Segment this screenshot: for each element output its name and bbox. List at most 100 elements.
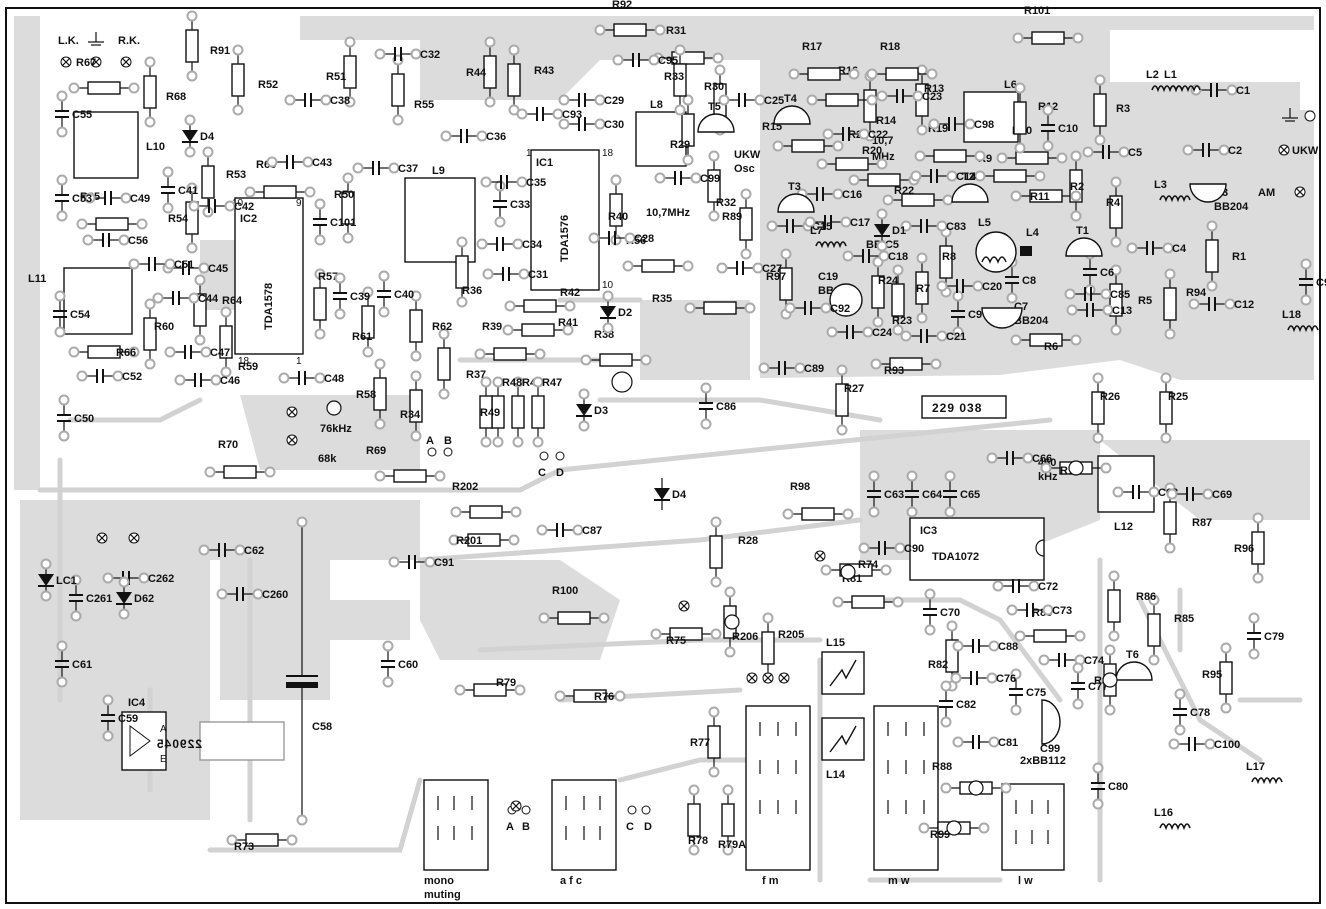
capacitor-c92: C92: [784, 301, 850, 315]
svg-text:R42: R42: [560, 287, 580, 299]
svg-text:L10: L10: [146, 141, 165, 153]
coil-l7: L7: [810, 225, 847, 249]
svg-text:E: E: [160, 754, 167, 765]
svg-text:C18: C18: [888, 251, 908, 263]
resistor-r76: R76: [554, 689, 626, 703]
svg-text:L17: L17: [1246, 761, 1265, 773]
test-point: [1102, 672, 1118, 688]
resistor-r50: R50: [334, 172, 355, 244]
capacitor-c80: C80: [1091, 762, 1128, 810]
label-khz: kHz: [1038, 471, 1058, 483]
resistor-r6: R6: [1010, 333, 1082, 353]
svg-text:l w: l w: [1018, 875, 1033, 887]
svg-text:D2: D2: [618, 307, 632, 319]
svg-text:L2: L2: [1146, 69, 1159, 81]
svg-text:L7: L7: [810, 225, 823, 237]
svg-text:A: A: [506, 821, 514, 833]
svg-text:C28: C28: [634, 233, 654, 245]
svg-text:C87: C87: [582, 525, 602, 537]
svg-text:R94: R94: [1186, 287, 1207, 299]
svg-text:C2: C2: [1228, 145, 1242, 157]
capacitor-c13: C13: [1066, 303, 1132, 317]
svg-text:L18: L18: [1282, 309, 1301, 321]
svg-text:C75: C75: [1026, 687, 1046, 699]
terminal-gnd: [90, 56, 102, 68]
svg-text:C65: C65: [960, 489, 980, 501]
svg-text:R58: R58: [356, 389, 376, 401]
svg-text:C72: C72: [1038, 581, 1058, 593]
svg-text:R11: R11: [1030, 191, 1050, 203]
capacitor-c44: C44: [152, 291, 219, 305]
transistor-t4: T4: [773, 93, 811, 125]
resistor-r66: R66: [68, 345, 140, 359]
svg-text:R7: R7: [916, 283, 930, 295]
capacitor-c10: C10: [1041, 104, 1078, 152]
svg-text:18: 18: [602, 148, 614, 159]
capacitor-c28: C28: [588, 231, 654, 245]
coil-l16: L16: [1154, 807, 1191, 831]
svg-text:R97: R97: [766, 271, 786, 283]
svg-text:T4: T4: [784, 93, 798, 105]
capacitor-c58: C58: [286, 516, 332, 826]
resistor-r42: R42: [504, 287, 580, 313]
svg-text:R34: R34: [400, 409, 421, 421]
svg-text:C30: C30: [604, 119, 624, 131]
capacitor-c5: C5: [1082, 145, 1142, 159]
svg-text:R206: R206: [732, 631, 758, 643]
resistor-r85: R85: [1147, 594, 1194, 666]
svg-text:R52: R52: [258, 79, 278, 91]
svg-text:R205: R205: [778, 629, 804, 641]
svg-text:C73: C73: [1052, 605, 1072, 617]
svg-text:R3: R3: [1116, 103, 1130, 115]
svg-text:C35: C35: [526, 177, 546, 189]
ic4-regulator: IC4 A E: [121, 697, 167, 771]
diode-d1: D1: [874, 208, 906, 252]
svg-text:C95: C95: [658, 55, 678, 67]
resistor-r35: R35: [652, 293, 756, 315]
svg-text:R28: R28: [738, 535, 758, 547]
capacitor-c14: C14: [910, 169, 977, 183]
capacitor-c4: C4: [1126, 241, 1187, 255]
resistor-r34: R34: [400, 370, 423, 442]
svg-text:C99: C99: [700, 173, 720, 185]
svg-text:R49: R49: [480, 407, 500, 419]
capacitor-c12: C12: [1188, 297, 1254, 311]
svg-text:C40: C40: [394, 289, 414, 301]
svg-text:R44: R44: [466, 67, 487, 79]
svg-text:D1: D1: [892, 225, 906, 237]
capacitor-c29: C29: [558, 93, 624, 107]
diode-d4-center: D4: [654, 478, 687, 510]
svg-text:R61: R61: [352, 331, 372, 343]
coil-l2: L2: [1146, 69, 1183, 93]
label-c19: C19: [818, 271, 838, 283]
capacitor-c41: C41: [161, 166, 198, 214]
resistor-r58: R58: [356, 358, 387, 430]
resistor-r96: R96: [1234, 512, 1265, 584]
resistor-r70: R70: [204, 439, 276, 479]
terminal-x: [286, 406, 298, 418]
capacitor-c73: C73: [1006, 603, 1072, 617]
resistor-r41: R41: [502, 317, 578, 337]
capacitor-c40: C40: [377, 270, 414, 318]
svg-text:R70: R70: [218, 439, 238, 451]
svg-text:R88: R88: [932, 761, 952, 773]
svg-text:R33: R33: [664, 71, 684, 83]
capacitor-c47: C47: [164, 345, 230, 359]
coil-l12: L12: [1097, 455, 1155, 533]
resistor-r26: R26: [1091, 372, 1120, 444]
terminal-x: [96, 532, 108, 544]
resistor-r17: R17: [788, 41, 860, 81]
svg-text:C53: C53: [72, 193, 92, 205]
capacitor-c91: C91: [388, 555, 454, 569]
svg-text:D62: D62: [134, 593, 154, 605]
capacitor-c46: C46: [174, 373, 240, 387]
resistor-r48: R48: [491, 376, 522, 448]
capacitor-c75: C75: [1009, 668, 1046, 716]
capacitor-c1: C1: [1190, 83, 1250, 97]
resistor-r57: R57: [313, 268, 338, 340]
label-ukw-terminal: UKW: [1292, 145, 1319, 157]
diode-d3: D3: [576, 388, 608, 432]
capacitor-c49: C49: [84, 191, 150, 205]
svg-text:L3: L3: [1154, 179, 1167, 191]
